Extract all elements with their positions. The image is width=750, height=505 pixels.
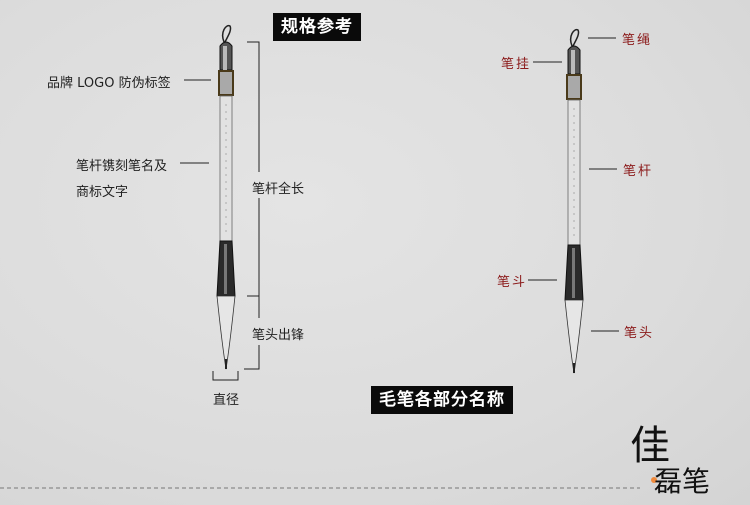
- spec-title: 规格参考: [273, 13, 361, 41]
- label-full-length: 笔杆全长: [252, 182, 305, 197]
- label-ferrule: 笔斗: [497, 275, 528, 290]
- logo-seal-dot: [651, 477, 657, 483]
- tip-length-bracket: [244, 296, 260, 370]
- logo-line2: 磊笔: [654, 465, 711, 498]
- brush-illustration-parts: [564, 28, 584, 375]
- logo-line1: 佳: [630, 423, 670, 469]
- label-hanger: 笔挂: [501, 57, 532, 72]
- diameter-bracket: [212, 371, 239, 381]
- label-rope: 笔绳: [622, 33, 653, 48]
- brand-logo: 佳 磊笔: [630, 425, 710, 497]
- label-engraving-line2: 商标文字: [76, 185, 129, 200]
- label-shaft: 笔杆: [623, 164, 654, 179]
- brush-illustration-spec: [216, 24, 236, 371]
- label-engraving-line1: 笔杆镌刻笔名及: [76, 159, 168, 174]
- label-diameter: 直径: [213, 393, 240, 408]
- parts-title: 毛笔各部分名称: [371, 386, 513, 414]
- label-tip-length: 笔头出锋: [252, 328, 305, 343]
- label-logo-tag: 品牌 LOGO 防伪标签: [47, 76, 171, 91]
- label-head: 笔头: [624, 326, 655, 341]
- full-length-bracket: [247, 41, 260, 297]
